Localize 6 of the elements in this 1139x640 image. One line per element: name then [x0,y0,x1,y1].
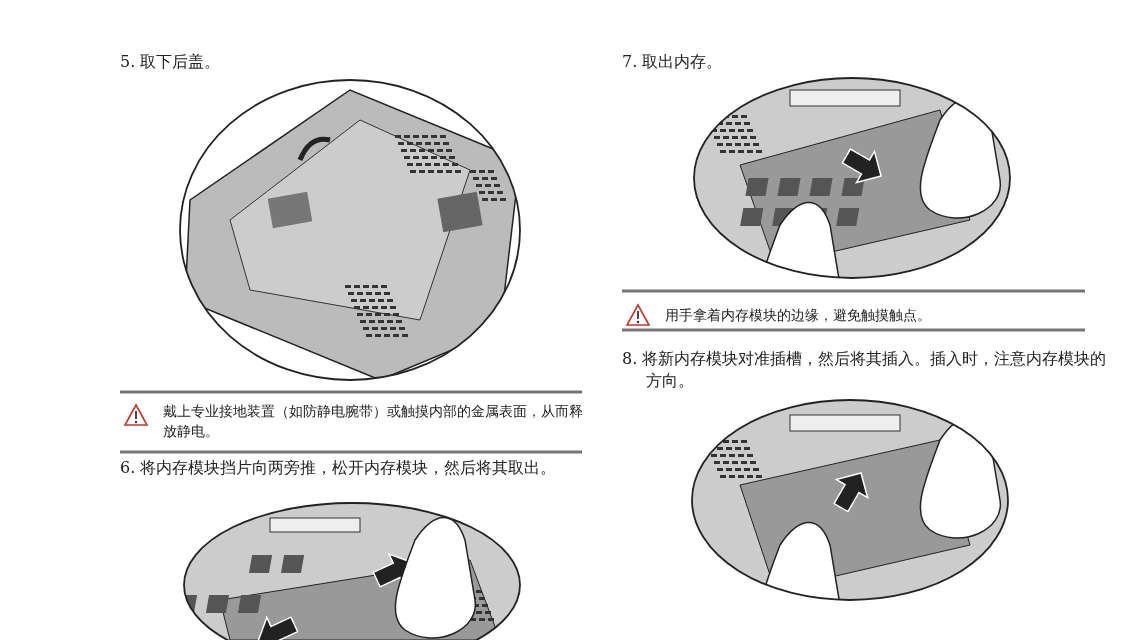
step-text: 6. 将内存模块挡片向两旁推，松开内存模块，然后将其取出。 [120,457,558,479]
step-text: 7. 取出内存。 [622,51,724,73]
step-text: 8. 将新内存模块对准插槽，然后将其插入。插入时，注意内存模块的方向。 [622,348,1108,392]
warning-text: 用手拿着内存模块的边缘，避免触摸触点。 [665,306,932,325]
step-text: 5. 取下后盖。 [120,51,222,73]
warning-text: 戴上专业接地装置（如防静电腕带）或触摸内部的金属表面，从而释放静电。 [163,402,583,441]
